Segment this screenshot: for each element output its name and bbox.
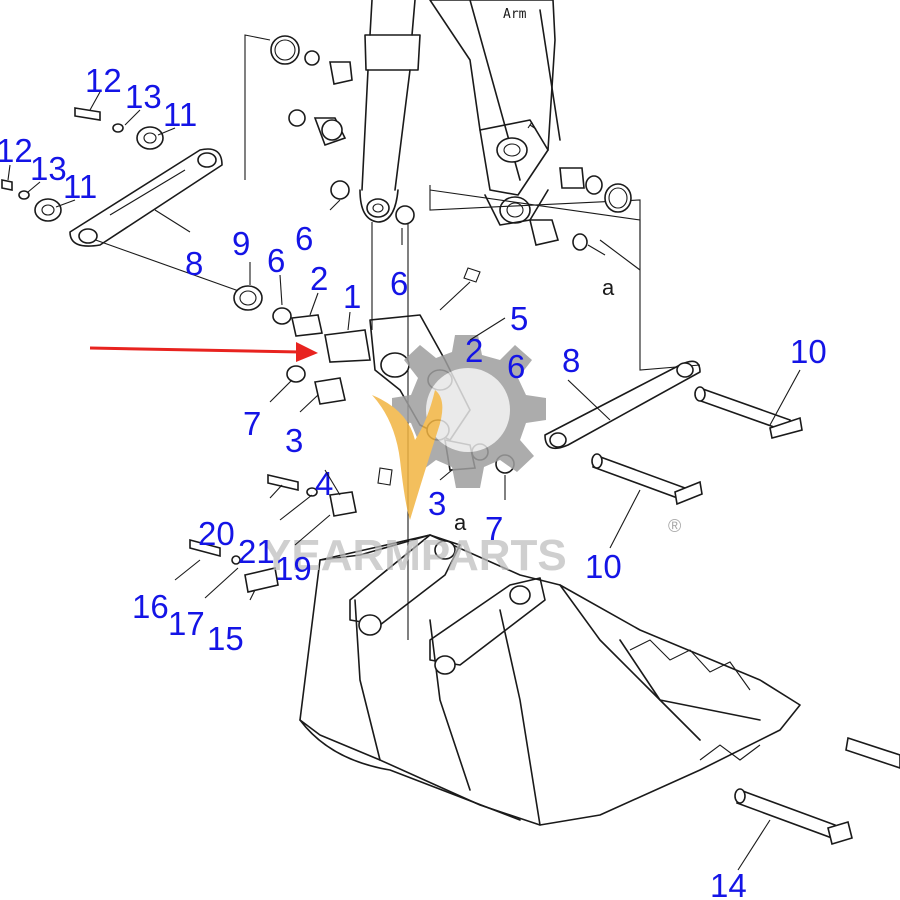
callout-17: 17 [168, 605, 205, 642]
callout-6: 6 [390, 265, 408, 302]
upper-right-bushings [528, 167, 632, 256]
callout-6: 6 [295, 220, 313, 257]
callout-15: 15 [207, 620, 244, 657]
callout-20: 20 [198, 515, 235, 552]
arm-label: Arm [503, 7, 527, 22]
callout-3: 3 [285, 422, 303, 459]
callout-10: 10 [790, 333, 827, 370]
pins [591, 386, 803, 506]
bucket-pin [734, 736, 900, 846]
red-pointer-arrow [89, 342, 318, 362]
callout-6: 6 [267, 242, 285, 279]
callout-13: 13 [30, 150, 67, 187]
callout-11: 11 [163, 96, 197, 133]
arm-structure: Arm [429, 0, 561, 226]
callout-10: 10 [585, 548, 622, 585]
cylinder-orings [330, 180, 415, 225]
callout-19: 19 [275, 550, 312, 587]
callout-5: 5 [510, 300, 528, 337]
callout-11: 11 [63, 168, 97, 205]
callout-2: 2 [310, 260, 328, 297]
callout-16: 16 [132, 588, 169, 625]
callout-8: 8 [185, 245, 203, 282]
callout-21: 21 [238, 533, 275, 570]
callout-13: 13 [125, 78, 162, 115]
watermark-text: YEARMPARTS [262, 531, 567, 580]
callout-7: 7 [243, 405, 261, 442]
bucket [299, 534, 801, 826]
callout-8: 8 [562, 342, 580, 379]
callout-4: 4 [315, 465, 333, 502]
leader-lines [89, 34, 701, 371]
callout-labels: 12 13 11 12 13 11 8 9 6 6 2 1 6 5 2 6 8 … [0, 62, 827, 900]
right-link [544, 360, 701, 450]
callout-9: 9 [232, 225, 250, 262]
left-small-parts [1, 107, 164, 222]
callout-12: 12 [85, 62, 122, 99]
upper-left-bushings [270, 35, 353, 147]
flame-logo [372, 390, 443, 520]
ref-letter-a: a [454, 510, 467, 535]
callout-14: 14 [710, 867, 747, 900]
callout-leaders [7, 91, 801, 871]
callout-7: 7 [485, 510, 503, 547]
ref-letter-a: a [602, 275, 615, 300]
registered-mark: ® [668, 516, 681, 536]
callout-6: 6 [507, 348, 525, 385]
callout-1: 1 [343, 278, 361, 315]
left-upper-link [69, 148, 223, 247]
callout-12: 12 [0, 132, 33, 169]
callout-3: 3 [428, 485, 446, 522]
lower-left-bolts [189, 473, 357, 593]
watermark: YEARMPARTS ® [262, 335, 681, 580]
callout-2: 2 [465, 332, 483, 369]
